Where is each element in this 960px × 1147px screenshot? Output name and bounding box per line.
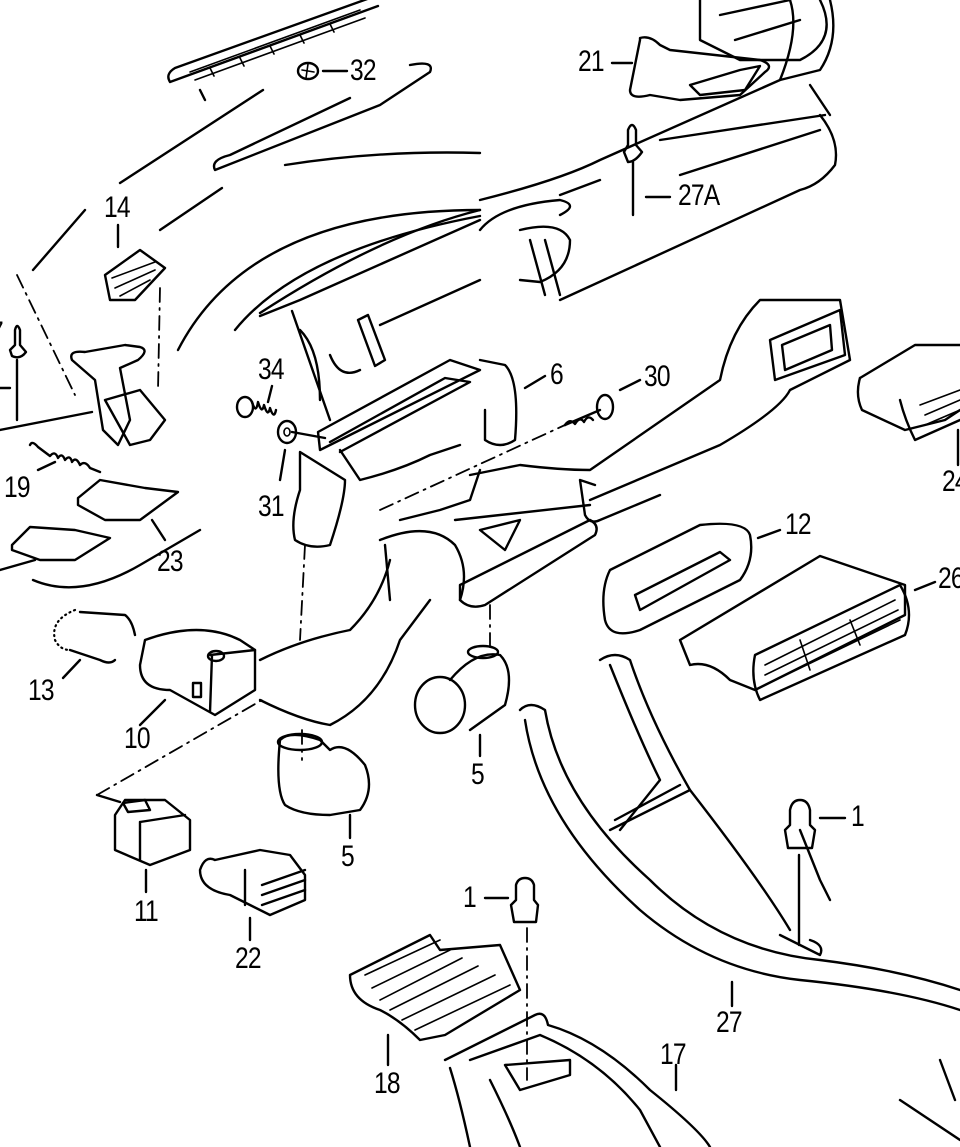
- bracket-21: [610, 36, 771, 102]
- callout-30: 30: [644, 360, 671, 393]
- callout-edge-7: 7: [0, 318, 4, 348]
- callout-6: 6: [550, 358, 564, 391]
- side-vent-22: [198, 848, 307, 942]
- callout-31: 31: [258, 490, 285, 523]
- left-bracket: [0, 343, 167, 447]
- right-duct: [398, 298, 852, 608]
- callout-13: 13: [28, 674, 55, 707]
- callout-10: 10: [124, 722, 151, 755]
- left-rivet: [0, 274, 76, 422]
- callout-12: 12: [785, 508, 812, 541]
- callout-22: 22: [235, 942, 262, 975]
- upper-duct: [478, 0, 838, 302]
- callout-27A: 27A: [678, 179, 720, 212]
- hose-elbow-5-left: [276, 729, 371, 840]
- dashboard-outline: [31, 62, 482, 422]
- end-cap-11: [113, 798, 192, 894]
- callout-21: 21: [578, 45, 605, 78]
- callout-32: 32: [350, 54, 377, 87]
- callout-5-right: 5: [471, 758, 485, 791]
- clip-32: [296, 61, 349, 81]
- washer-31: [276, 419, 327, 482]
- foam-seal-18: [348, 933, 522, 1067]
- bolt-1-left: [483, 876, 540, 1081]
- callout-5-left: 5: [341, 840, 355, 873]
- callout-18: 18: [374, 1067, 401, 1100]
- left-lower-duct: [258, 530, 466, 727]
- center-duct-6: [292, 358, 547, 548]
- center-vent-26: [678, 554, 937, 702]
- screw-30: [379, 378, 642, 511]
- rear-duct-17: [443, 1012, 712, 1147]
- callout-11: 11: [134, 895, 159, 928]
- callout-1-left: 1: [463, 881, 477, 914]
- callout-23: 23: [157, 545, 184, 578]
- top-vent-grille: [167, 0, 380, 102]
- callout-19: 19: [4, 471, 31, 504]
- callout-27: 27: [716, 1006, 743, 1039]
- spring-19: [28, 441, 102, 474]
- vent-grille-14: [103, 223, 167, 391]
- vent-frame-12: [602, 522, 782, 635]
- floor-duct-27: [518, 653, 960, 1012]
- side-vent-24: [856, 343, 960, 467]
- bolt-1-right: [783, 798, 847, 947]
- callout-14: 14: [104, 191, 131, 224]
- callout-34: 34: [258, 353, 285, 386]
- callout-26: 26: [938, 562, 960, 595]
- duct-elbow-10: [95, 628, 263, 804]
- flap-23: [0, 478, 202, 589]
- callout-17: 17: [660, 1038, 687, 1071]
- callout-1-right: 1: [851, 800, 865, 833]
- spring-34: [235, 384, 278, 419]
- cable-13: [53, 608, 137, 680]
- rivet-27A: [622, 123, 672, 217]
- callout-24: 24: [942, 465, 960, 498]
- bottom-right-lines: [898, 1058, 960, 1142]
- hose-elbow-5-right: [413, 604, 511, 758]
